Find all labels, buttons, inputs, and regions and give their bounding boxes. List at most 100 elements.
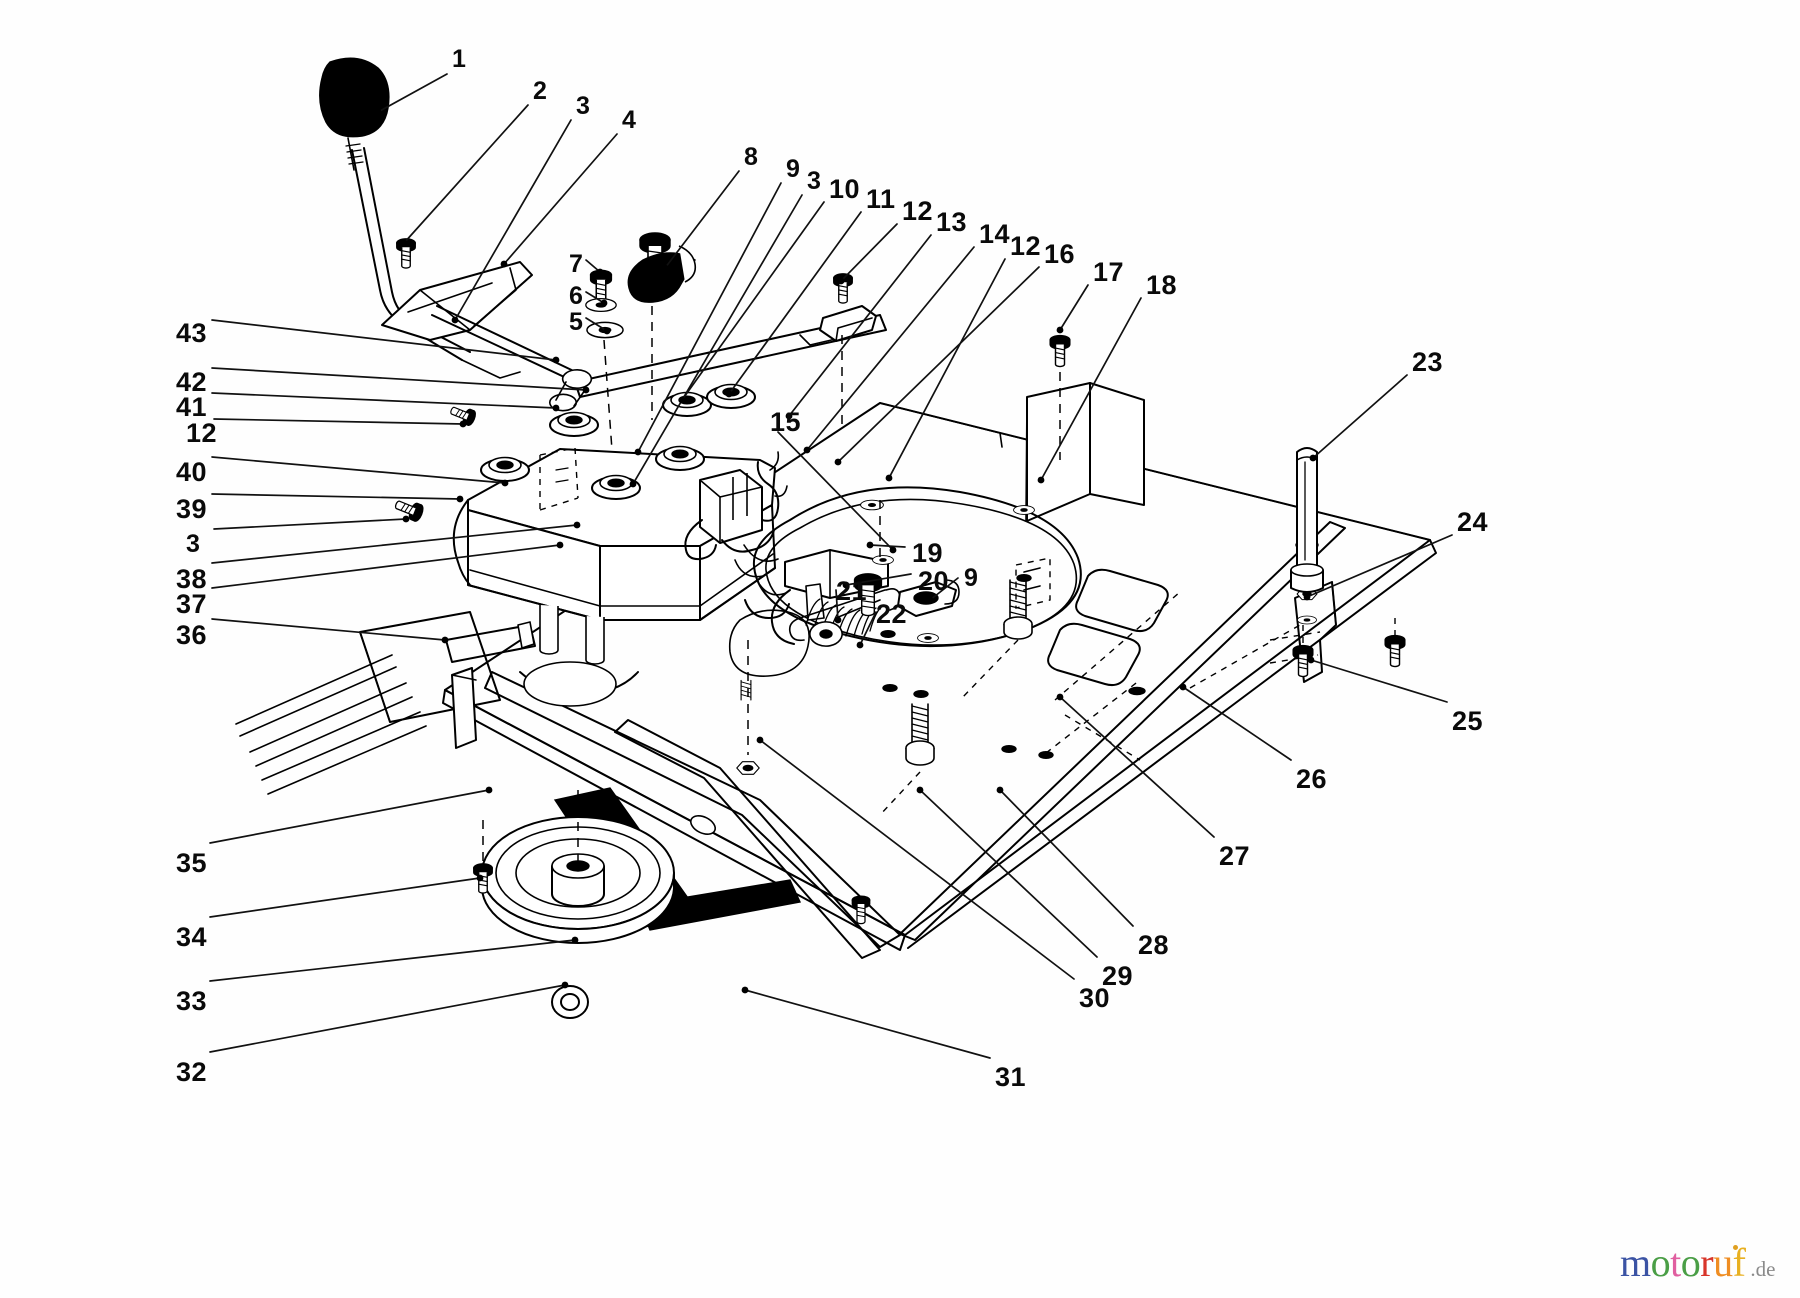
- callout-number-27-29: 27: [1219, 841, 1251, 871]
- leader-line-25-27: [1310, 659, 1448, 703]
- leader-line-20-21: [845, 573, 912, 586]
- callout-number-10-10: 10: [829, 174, 861, 204]
- leader-line-42-46: [211, 367, 587, 391]
- watermark-tld: .de: [1750, 1257, 1776, 1281]
- lower-springs-and-bolts: [736, 500, 1406, 816]
- leader-dot-10-10: [678, 396, 686, 404]
- leader-line-23-25: [1312, 374, 1408, 459]
- leader-dot-8-7: [661, 264, 669, 272]
- leader-dot-30-32: [756, 736, 764, 744]
- leader-dot-35-37: [485, 786, 493, 794]
- leader-line-11-11: [728, 211, 862, 395]
- callout-number-37-39: 37: [176, 589, 208, 619]
- callout-number-1-0: 1: [452, 45, 467, 73]
- callout-number-34-36: 34: [176, 922, 208, 952]
- watermark-dot-icon: [1733, 1245, 1739, 1250]
- leader-dot-5-4: [603, 327, 611, 335]
- callout-number-40-43: 40: [176, 457, 208, 487]
- leader-line-41-45: [211, 392, 557, 409]
- leader-line-2-1: [403, 104, 529, 244]
- leader-line-28-30: [999, 789, 1134, 927]
- watermark-letter-o-1: o: [1650, 1240, 1671, 1285]
- leader-line-17-17: [1059, 284, 1089, 331]
- leader-line-40-43: [211, 456, 506, 484]
- leader-dot-25-27: [1307, 656, 1315, 664]
- bolt-and-sleeve: [627, 232, 697, 420]
- leader-line-6-5: [585, 291, 605, 304]
- leader-line-43-47: [211, 319, 557, 361]
- watermark-letter-r-4: r: [1700, 1240, 1714, 1285]
- callout-number-2-1: 2: [533, 77, 548, 105]
- leader-line-12-44: [213, 418, 464, 425]
- leader-line-24-26: [1306, 534, 1453, 598]
- leader-line-16-16: [837, 266, 1040, 463]
- leader-dot-13-13: [785, 412, 793, 420]
- watermark-letter-u-5: u: [1713, 1240, 1733, 1285]
- leader-dot-19-20: [866, 541, 874, 549]
- callout-number-26-28: 26: [1296, 764, 1328, 794]
- callout-number-22-23: 22: [876, 599, 908, 629]
- leader-dot-15-19: [889, 546, 897, 554]
- spring-bolt-b: [905, 703, 935, 766]
- watermark-letter-m-0: m: [1620, 1240, 1651, 1285]
- leader-line-8-7: [664, 170, 740, 269]
- callout-number-28-30: 28: [1138, 930, 1170, 960]
- motoruf-watermark: motoruf.de: [1620, 1243, 1775, 1283]
- leader-dot-4-3: [500, 260, 508, 268]
- callout-number-38-40: 38: [176, 564, 208, 594]
- callout-number-25-27: 25: [1452, 706, 1484, 736]
- leader-dot-12-44: [459, 420, 467, 428]
- callout-number-17-17: 17: [1093, 257, 1125, 287]
- fastener-stack-bolt-washers: [585, 269, 624, 451]
- leader-dot-7-6: [596, 268, 604, 276]
- callout-number-5-4: 5: [569, 308, 584, 336]
- leader-dot-3-41: [402, 515, 410, 523]
- leader-line-3-41: [213, 518, 407, 530]
- pivot-pin: [1290, 447, 1324, 593]
- leader-line-37-39: [211, 544, 561, 589]
- leader-dot-34-36: [476, 874, 484, 882]
- callout-number-11-11: 11: [866, 184, 896, 214]
- leader-line-30-32: [759, 739, 1075, 980]
- leader-line-31-33: [744, 989, 991, 1059]
- leader-line-32-34: [209, 984, 566, 1053]
- bolt-with-clip: [819, 273, 877, 430]
- leader-line-38-40: [211, 524, 578, 564]
- leader-line-39-42: [211, 493, 461, 500]
- leader-line-21-22: [835, 589, 839, 621]
- leader-line-33-35: [209, 939, 576, 982]
- leader-line-10-10: [681, 201, 825, 401]
- leader-line-36-38: [211, 618, 446, 641]
- callout-number-16-16: 16: [1044, 239, 1076, 269]
- leader-dot-28-30: [996, 786, 1004, 794]
- leader-line-3-9: [632, 194, 803, 485]
- callout-number-9-24: 9: [964, 564, 979, 592]
- callout-number-23-25: 23: [1412, 347, 1444, 377]
- leader-line-29-31: [919, 789, 1098, 958]
- leader-dot-2-1: [400, 239, 408, 247]
- belt-guard-support: [484, 609, 901, 959]
- leader-dot-32-34: [561, 981, 569, 989]
- callout-number-36-38: 36: [176, 620, 208, 650]
- leader-line-13-13: [788, 234, 932, 417]
- leader-dot-14-14: [803, 446, 811, 454]
- leader-dot-24-26: [1303, 593, 1311, 601]
- leader-dot-16-16: [834, 458, 842, 466]
- callout-number-35-37: 35: [176, 848, 208, 878]
- callout-number-39-42: 39: [176, 494, 208, 524]
- leader-line-19-20: [869, 544, 906, 548]
- leader-line-9-24: [929, 577, 959, 601]
- callout-number-14-14: 14: [979, 219, 1011, 249]
- leader-dot-39-42: [456, 495, 464, 503]
- leader-line-22-23: [859, 611, 877, 646]
- callout-number-3-41: 3: [186, 530, 201, 558]
- leader-line-4-3: [503, 133, 618, 265]
- callout-number-41-45: 41: [176, 392, 208, 422]
- callout-number-43-47: 43: [176, 318, 208, 348]
- leader-line-26-28: [1182, 686, 1292, 761]
- leader-line-12-12: [840, 223, 898, 282]
- callout-number-29-31: 29: [1102, 961, 1134, 991]
- spring-bolt-a: [1003, 579, 1033, 640]
- callout-number-8-7: 8: [744, 143, 759, 171]
